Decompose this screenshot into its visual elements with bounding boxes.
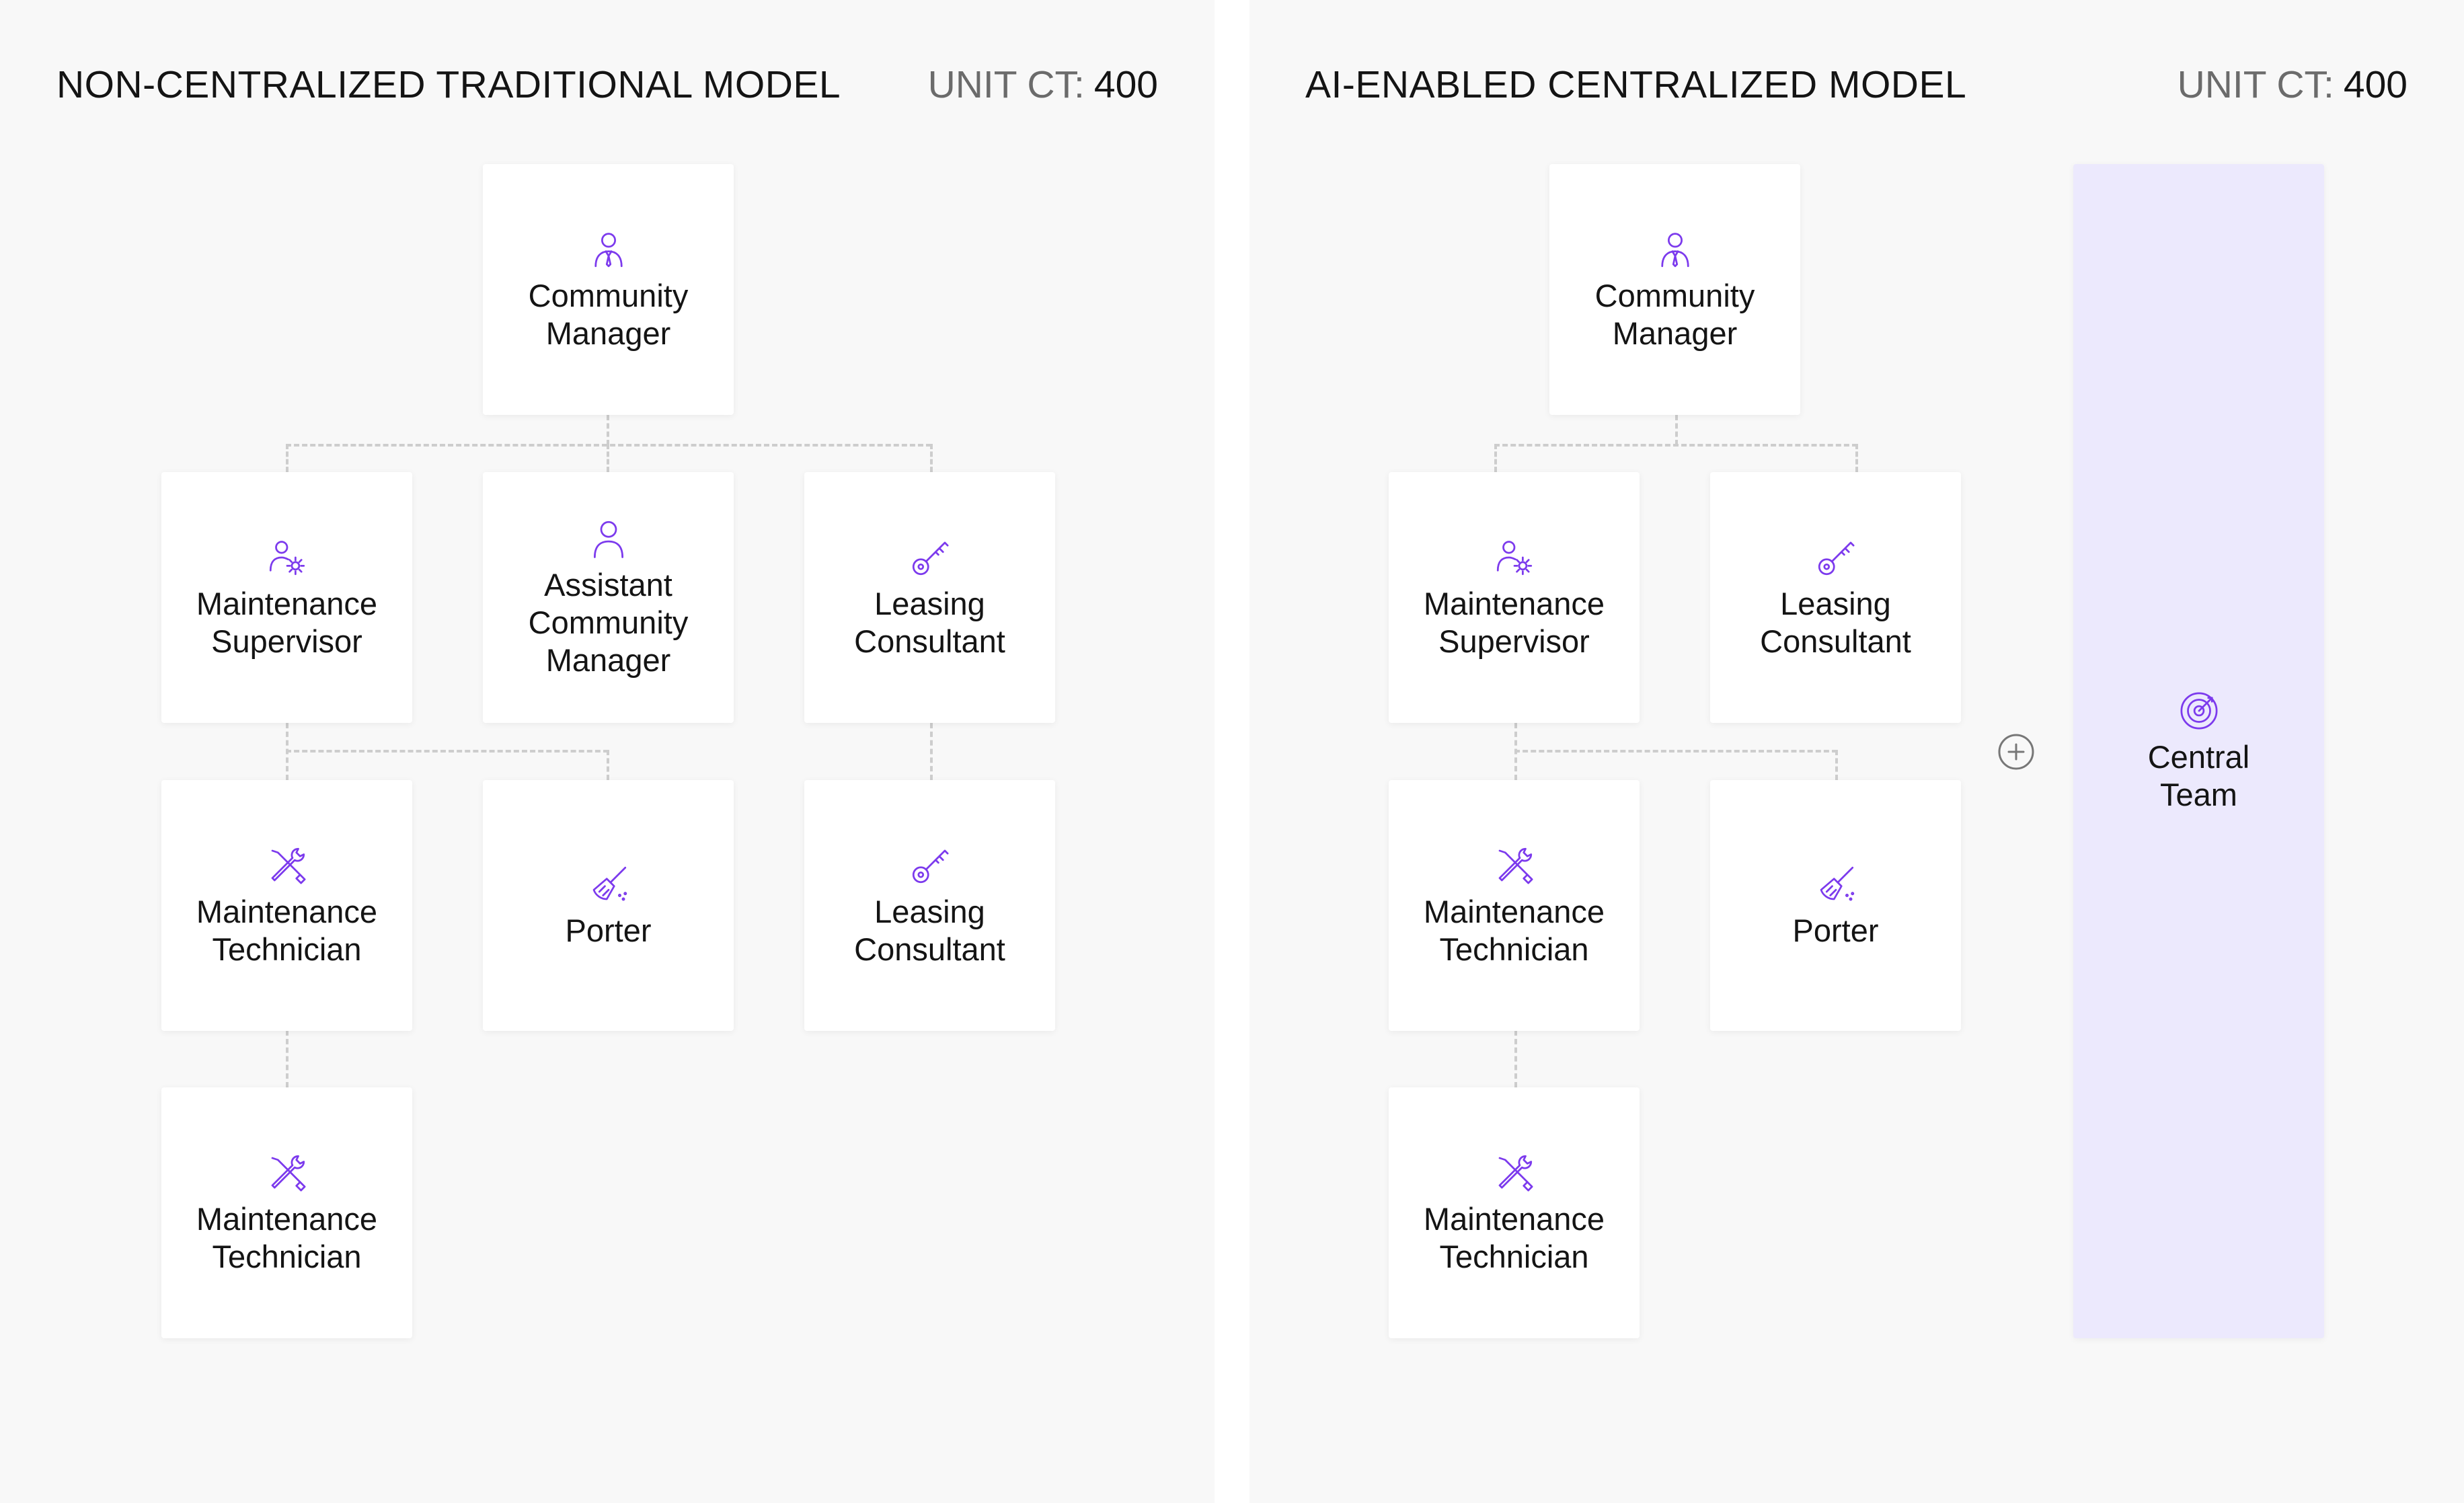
- panel-title: NON-CENTRALIZED TRADITIONAL MODEL: [56, 63, 841, 106]
- card-label: Leasing Consultant: [1760, 585, 1911, 659]
- broom-icon: [586, 862, 631, 907]
- card-label: Porter: [1792, 912, 1879, 948]
- plus-circle-icon: [1997, 733, 2035, 771]
- broom-icon: [1814, 862, 1858, 907]
- card-label: Leasing Consultant: [854, 893, 1005, 967]
- card-assistant-community-manager[interactable]: Assistant Community Manager: [483, 472, 734, 723]
- tools-icon: [1492, 1151, 1537, 1195]
- connector-line: [286, 1030, 288, 1087]
- card-label: Porter: [565, 912, 652, 948]
- panel-title: AI-ENABLED CENTRALIZED MODEL: [1305, 63, 1967, 106]
- card-label: Community Manager: [1594, 277, 1755, 351]
- card-maintenance-supervisor[interactable]: Maintenance Supervisor: [1389, 472, 1640, 723]
- card-maintenance-supervisor[interactable]: Maintenance Supervisor: [161, 472, 412, 723]
- unit-count: UNIT CT:400: [2178, 63, 2408, 107]
- card-maintenance-technician[interactable]: Maintenance Technician: [161, 1087, 412, 1338]
- card-label: Maintenance Supervisor: [196, 585, 378, 659]
- manager-icon: [1653, 227, 1697, 272]
- card-label: Maintenance Supervisor: [1423, 585, 1605, 659]
- card-leasing-consultant[interactable]: Leasing Consultant: [804, 780, 1055, 1031]
- unit-count-label: UNIT CT:: [2177, 63, 2334, 106]
- connector-line: [930, 444, 933, 472]
- unit-count-label: UNIT CT:: [927, 63, 1085, 106]
- card-label: Maintenance Technician: [196, 1200, 378, 1274]
- tools-icon: [265, 1151, 309, 1195]
- card-community-manager[interactable]: Community Manager: [483, 164, 734, 415]
- card-central-team[interactable]: Central Team: [2073, 164, 2324, 1338]
- card-maintenance-technician[interactable]: Maintenance Technician: [161, 780, 412, 1031]
- key-icon: [908, 843, 952, 888]
- unit-count: UNIT CT:400: [928, 63, 1158, 107]
- person-icon: [586, 516, 631, 561]
- unit-count-value: 400: [1093, 63, 1158, 106]
- connector-line: [930, 723, 933, 780]
- card-label: Central Team: [2147, 739, 2250, 812]
- card-label: Assistant Community Manager: [528, 566, 689, 678]
- connector-line: [286, 444, 288, 472]
- card-leasing-consultant[interactable]: Leasing Consultant: [1710, 472, 1961, 723]
- supervisor-gear-icon: [265, 535, 309, 580]
- connector-line: [286, 723, 288, 780]
- card-label: Maintenance Technician: [1423, 1200, 1605, 1274]
- target-icon: [2177, 689, 2221, 733]
- card-label: Maintenance Technician: [1423, 893, 1605, 967]
- connector-line: [607, 415, 609, 445]
- tools-icon: [265, 843, 309, 888]
- traditional-model-panel: NON-CENTRALIZED TRADITIONAL MODEL UNIT C…: [0, 0, 1215, 1503]
- supervisor-gear-icon: [1492, 535, 1537, 580]
- key-icon: [908, 535, 952, 580]
- key-icon: [1814, 535, 1858, 580]
- connector-line: [286, 444, 931, 447]
- manager-icon: [586, 227, 631, 272]
- connector-line: [607, 750, 609, 780]
- tools-icon: [1492, 843, 1537, 888]
- unit-count-value: 400: [2343, 63, 2408, 106]
- card-maintenance-technician[interactable]: Maintenance Technician: [1389, 1087, 1640, 1338]
- card-label: Leasing Consultant: [854, 585, 1005, 659]
- card-label: Community Manager: [528, 277, 689, 351]
- card-porter[interactable]: Porter: [483, 780, 734, 1031]
- card-leasing-consultant[interactable]: Leasing Consultant: [804, 472, 1055, 723]
- card-label: Maintenance Technician: [196, 893, 378, 967]
- card-maintenance-technician[interactable]: Maintenance Technician: [1389, 780, 1640, 1031]
- connector-line: [607, 444, 609, 472]
- card-community-manager[interactable]: Community Manager: [1549, 164, 1800, 415]
- connector-line: [286, 750, 609, 753]
- card-porter[interactable]: Porter: [1710, 780, 1961, 1031]
